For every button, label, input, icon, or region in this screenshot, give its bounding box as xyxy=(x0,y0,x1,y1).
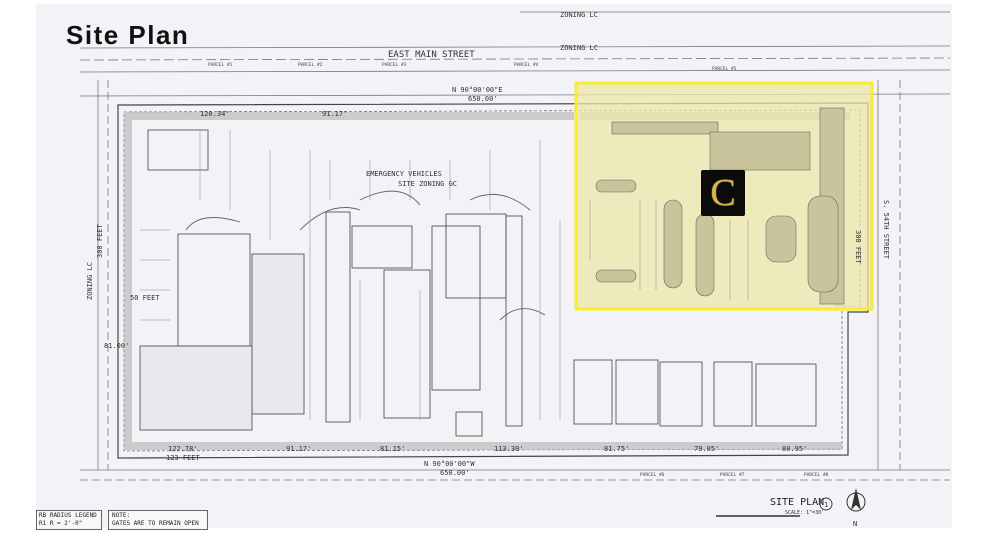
scale-label: SCALE: 1"=30' xyxy=(785,510,825,516)
site-zoning-label: SITE ZONING GC xyxy=(398,180,457,188)
parcel-label: PARCEL #8 xyxy=(804,472,829,478)
note-box: NOTE: GATES ARE TO REMAIN OPEN xyxy=(108,510,208,530)
buildings xyxy=(139,129,817,437)
parking-stalls xyxy=(140,130,561,420)
note-title: NOTE: xyxy=(112,512,131,519)
dim-8100-label: 81.00' xyxy=(104,342,129,350)
dim-7905-label: 79.05' xyxy=(694,445,719,453)
note-text: GATES ARE TO REMAIN OPEN xyxy=(112,520,199,527)
emergency-label: EMERGENCY VEHICLES xyxy=(366,170,442,178)
feet-123-label: 123 FEET xyxy=(166,454,201,462)
dim-12278-label: 122.78' xyxy=(168,445,198,453)
dim-12034-label: 120.34' xyxy=(200,110,230,118)
zoning-left-label: ZONING LC xyxy=(86,262,94,300)
bearing-top-label: N 90°00'00"E xyxy=(452,86,503,94)
zoning-top-label-2: ZONING LC xyxy=(560,44,598,52)
parcel-label: PARCEL #5 xyxy=(712,66,737,72)
legend-row: R1 R = 2'-0" xyxy=(39,520,83,527)
street-lines xyxy=(79,11,951,481)
parcel-label: PARCEL #2 xyxy=(298,62,323,68)
dim-8095-label: 80.95' xyxy=(782,445,807,453)
north-label: N xyxy=(853,520,857,528)
parcel-label: PARCEL #6 xyxy=(640,472,665,478)
dim-8115-label: 81.15' xyxy=(380,445,405,453)
radius-legend: RB RADIUS LEGEND R1 R = 2'-0" xyxy=(36,510,102,530)
dim-11330-label: 113.30' xyxy=(494,445,524,453)
parcel-label: PARCEL #4 xyxy=(514,62,539,68)
dim-9117t-label: 91.17' xyxy=(322,110,347,118)
legend-title: RB RADIUS LEGEND xyxy=(39,512,97,519)
sheet-number-circle xyxy=(819,497,833,511)
parcel-label: PARCEL #7 xyxy=(720,472,745,478)
parcel-label: PARCEL #1 xyxy=(208,62,233,68)
dim-left-label: 300 FEET xyxy=(96,223,104,258)
area-marker-letter: C xyxy=(710,172,736,214)
dim-top-label: 650.00' xyxy=(468,95,498,103)
dim-bottom-label: 650.00' xyxy=(440,469,470,477)
drive-curves xyxy=(185,190,546,321)
right-street-label: S. 54TH STREET xyxy=(882,200,890,260)
area-marker-logo: C xyxy=(701,170,745,216)
feet-50-label: 50 FEET xyxy=(130,294,160,302)
site-plan-label: SITE PLAN xyxy=(770,497,825,508)
bearing-bottom-label: N 90°00'00"W xyxy=(424,460,475,468)
dim-right-label: 300 FEET xyxy=(854,230,862,265)
zoning-top-label: ZONING LC xyxy=(560,11,598,19)
parcel-label: PARCEL #3 xyxy=(382,62,407,68)
street-label: EAST MAIN STREET xyxy=(388,50,475,60)
dim-9117b-label: 91.17' xyxy=(286,445,311,453)
sheet-number: 1 xyxy=(824,501,828,509)
north-arrow-icon xyxy=(846,488,866,512)
dim-8175-label: 81.75' xyxy=(604,445,629,453)
page-title: Site Plan xyxy=(66,20,190,50)
